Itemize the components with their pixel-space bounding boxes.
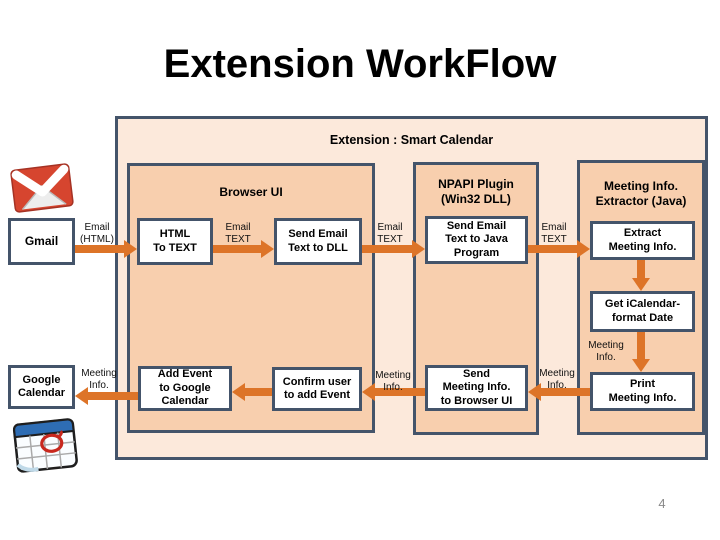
- arrow-print-to-sendbrowser: [528, 383, 590, 401]
- node-send-email-to-dll: Send Email Text to DLL: [274, 218, 362, 265]
- node-gmail: Gmail: [8, 218, 75, 265]
- extractor-label-line1: Meeting Info.: [604, 179, 678, 193]
- arrow-gmail-to-htmltotext: [73, 240, 137, 258]
- arrow-senddll-to-sendjava: [362, 240, 425, 258]
- arrow-confirm-to-addevent: [232, 383, 272, 401]
- node-get-icalendar-date: Get iCalendar- format Date: [590, 291, 695, 332]
- arrow-sendjava-to-extract: [528, 240, 590, 258]
- label-email-text-3: Email TEXT: [541, 222, 567, 245]
- extension-container-label: Extension : Smart Calendar: [329, 133, 494, 147]
- label-email-text-2: Email TEXT: [377, 222, 403, 245]
- npapi-label-line1: NPAPI Plugin: [438, 177, 514, 191]
- browser-ui-label: Browser UI: [219, 185, 283, 199]
- label-email-html: Email (HTML): [80, 222, 114, 245]
- node-add-event: Add Event to Google Calendar: [138, 366, 232, 411]
- node-html-to-text: HTML To TEXT: [137, 218, 213, 265]
- node-extract-meeting-info: Extract Meeting Info.: [590, 221, 695, 260]
- label-meeting-info-browser: Meeting Info.: [375, 370, 411, 393]
- gmail-icon: [10, 162, 74, 219]
- arrow-htmltotext-to-senddll: [213, 240, 274, 258]
- label-meeting-info-calendar: Meeting Info.: [81, 368, 117, 391]
- node-print-meeting-info: Print Meeting Info.: [590, 372, 695, 411]
- page-number: 4: [658, 496, 666, 511]
- extractor-label-line2: Extractor (Java): [595, 194, 687, 208]
- google-calendar-icon: [8, 414, 82, 483]
- node-send-meeting-info-to-browser: Send Meeting Info. to Browser UI: [425, 365, 528, 411]
- page-title: Extension WorkFlow: [163, 42, 557, 86]
- label-meeting-info-vertical: Meeting Info.: [588, 340, 624, 363]
- node-send-email-to-java: Send Email Text to Java Program: [425, 216, 528, 264]
- npapi-label-line2: (Win32 DLL): [441, 192, 511, 206]
- node-gmail-label: Gmail: [24, 234, 59, 249]
- arrow-extract-to-getical: [632, 260, 650, 291]
- arrow-addevent-to-googlecal: [75, 387, 138, 405]
- label-meeting-info-print: Meeting Info.: [539, 368, 575, 391]
- arrow-sendbrowser-to-confirm: [362, 383, 425, 401]
- node-google-calendar: Google Calendar: [8, 365, 75, 409]
- arrow-getical-to-print: [632, 332, 650, 372]
- node-confirm-user: Confirm user to add Event: [272, 367, 362, 411]
- label-email-text-1: Email TEXT: [225, 222, 251, 245]
